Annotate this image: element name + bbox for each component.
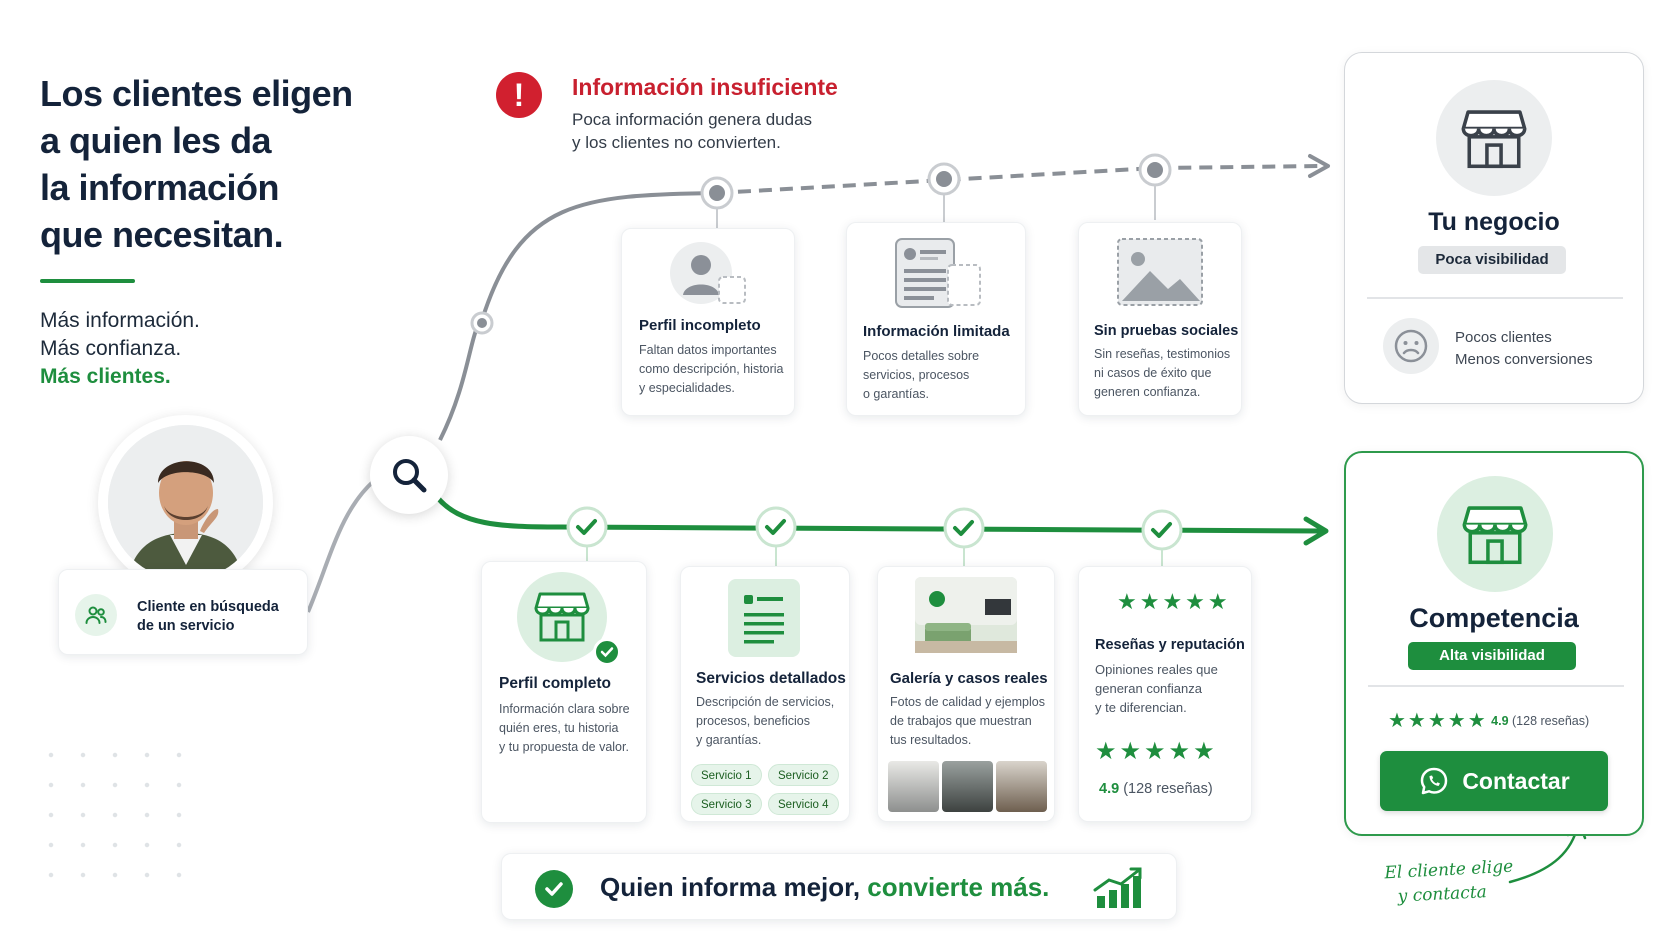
warning-description: Poca información genera dudas y los clie… — [572, 110, 813, 152]
dot-grid-decoration — [35, 740, 205, 900]
service-chip: Servicio 1 — [691, 764, 762, 786]
tu-negocio-panel: Tu negocio Poca visibilidad Pocos client… — [1344, 52, 1644, 404]
whatsapp-icon — [1421, 767, 1448, 795]
competencia-panel: Competencia Alta visibilidad ★★★★★ 4.9 (… — [1344, 451, 1644, 836]
headline-divider — [40, 279, 135, 283]
service-chip: Servicio 2 — [768, 764, 839, 786]
store-circle — [1437, 476, 1553, 592]
divider — [1368, 685, 1624, 687]
client-to-search-path — [306, 478, 377, 613]
check-icon — [755, 506, 797, 548]
weak-path-node — [927, 162, 961, 196]
visibility-badge: Alta visibilidad — [1408, 642, 1576, 670]
check-icon — [535, 870, 573, 908]
star-icon: ★★★★★ — [1388, 710, 1488, 732]
avatar — [108, 425, 263, 580]
tu-negocio-title: Tu negocio — [1428, 208, 1560, 236]
warning-title: Información insuficiente — [572, 74, 838, 100]
store-circle — [517, 572, 621, 666]
star-icon: ★★★★★ — [1095, 738, 1218, 765]
star-icon: ★★★★★ — [1117, 589, 1231, 614]
conclusion-text: Quien informa mejor, convierte más. — [600, 872, 1050, 902]
competencia-title: Competencia — [1409, 603, 1579, 633]
weak-path-node — [1138, 153, 1172, 187]
document-icon — [895, 238, 981, 308]
check-icon — [593, 638, 621, 666]
check-icon — [943, 507, 985, 549]
conclusion-banner: Quien informa mejor, convierte más. — [501, 853, 1177, 920]
chart-up-icon — [1093, 867, 1142, 908]
check-icon — [1141, 509, 1183, 551]
store-circle — [1436, 80, 1552, 196]
visibility-badge: Poca visibilidad — [1418, 246, 1566, 274]
weak-path-dashed — [716, 164, 1323, 195]
weak-path-node — [700, 176, 734, 210]
strong-card-resenas: ★★★★★ Reseñas y reputación Opiniones rea… — [1078, 566, 1252, 822]
competencia-rating: ★★★★★ 4.9 (128 reseñas) — [1388, 710, 1590, 732]
review-summary: 4.9 (128 reseñas) — [1099, 781, 1213, 797]
search-node — [370, 436, 448, 514]
client-card: Cliente en búsqueda de un servicio — [58, 569, 308, 655]
search-icon — [393, 459, 427, 493]
weak-card-informacion-limitada: Información limitada Pocos detalles sobr… — [846, 222, 1026, 416]
divider — [1367, 297, 1623, 299]
strong-path-line — [435, 495, 1323, 534]
page-headline: Los clientes eligen a quien les da la in… — [40, 73, 353, 255]
warning-icon: ! — [496, 72, 542, 118]
weak-path-node — [470, 311, 494, 335]
document-icon — [728, 579, 800, 657]
store-icon — [534, 592, 590, 642]
service-chip: Servicio 3 — [691, 793, 762, 815]
strong-card-galeria: Galería y casos reales Fotos de calidad … — [877, 566, 1055, 822]
weak-card-perfil-incompleto: Perfil incompleto Faltan datos important… — [621, 228, 795, 416]
store-icon — [1462, 506, 1528, 565]
strong-path-arrow — [1303, 516, 1329, 546]
strong-card-servicios-detallados: Servicios detallados Descripción de serv… — [680, 566, 850, 822]
client-label-line: de un servicio — [137, 618, 235, 634]
store-icon — [1461, 110, 1527, 169]
gallery-thumbnail — [888, 761, 939, 812]
check-icon — [566, 506, 608, 548]
client-label-line: Cliente en búsqueda — [137, 599, 279, 615]
contact-button[interactable]: Contactar — [1380, 751, 1608, 811]
users-icon — [75, 594, 117, 636]
sad-face-icon — [1383, 318, 1439, 374]
gallery-thumbnail — [942, 761, 993, 812]
user-icon — [670, 242, 746, 304]
image-icon — [1117, 238, 1203, 306]
weak-card-sin-pruebas-sociales: Sin pruebas sociales Sin reseñas, testim… — [1078, 222, 1242, 416]
tu-negocio-outcome: Pocos clientes Menos conversiones — [1455, 329, 1593, 368]
weak-path-curve — [438, 191, 718, 441]
service-chip: Servicio 4 — [768, 793, 839, 815]
weak-path-arrow — [1308, 154, 1330, 178]
handwritten-note: El cliente elige y contacta — [1383, 856, 1514, 907]
tagline: Más información. Más confianza. Más clie… — [40, 309, 200, 388]
gallery-thumbnail — [996, 761, 1047, 812]
gallery-image — [915, 577, 1017, 653]
contact-button-label: Contactar — [1462, 767, 1570, 794]
